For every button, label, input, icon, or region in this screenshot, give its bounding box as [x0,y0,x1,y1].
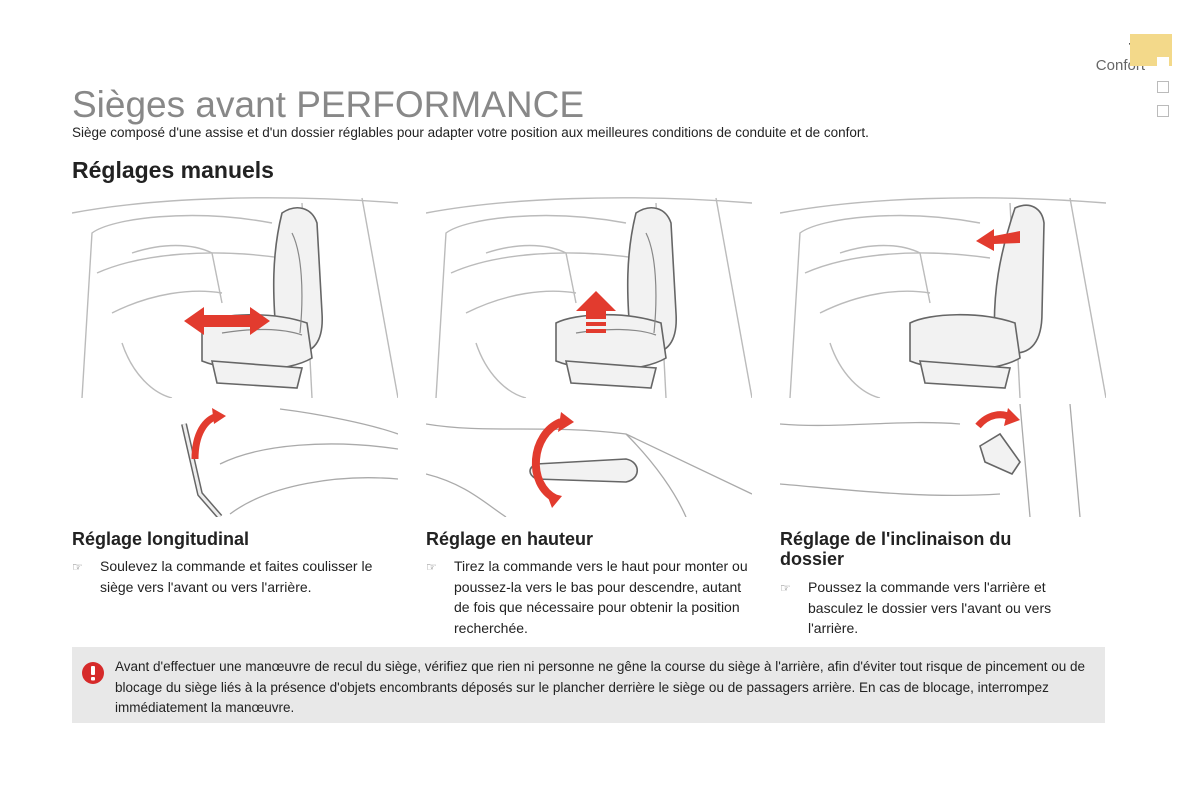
column-title-backrest: Réglage de l'inclinaison du dossier [780,529,1012,569]
backrest-lever-closeup [780,404,1081,517]
height-lever-closeup [426,412,752,517]
seat-height-illustration [426,197,752,398]
bullet-backrest: Poussez la commande vers l'arrière et ba… [808,579,1052,636]
bullet-height: Tirez la commande vers le haut pour mont… [454,558,748,636]
warning-box [72,647,1105,723]
section-subtitle: Réglages manuels [72,157,274,183]
pointing-hand-icon: ☞ [426,560,437,574]
bullet-longitudinal: Soulevez la commande et faites coulisser… [100,558,373,595]
seat-longitudinal-illustration [72,197,398,398]
warning-text: Avant d'effectuer une manœuvre de recul … [115,659,1086,715]
column-title-height: Réglage en hauteur [426,529,594,549]
column-title-longitudinal: Réglage longitudinal [72,529,250,549]
longitudinal-lever-closeup [181,408,398,517]
pointing-hand-icon: ☞ [780,581,791,595]
seat-backrest-illustration [780,197,1106,398]
tab-marker-active [1157,57,1169,69]
warning-exclamation-icon [82,662,104,684]
intro-text: Siège composé d'une assise et d'un dossi… [72,125,869,140]
pointing-hand-icon: ☞ [72,560,83,574]
tab-marker [1157,81,1169,93]
tab-marker [1157,105,1169,117]
page-title: Sièges avant PERFORMANCE [72,84,585,125]
